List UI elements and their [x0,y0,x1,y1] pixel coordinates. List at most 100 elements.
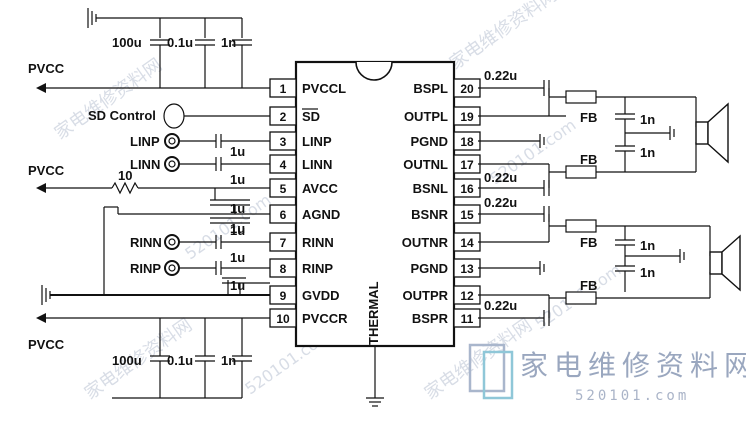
left-pin-name: AVCC [302,181,338,196]
linp-label: LINP [130,134,160,149]
left-channel-output: 0.22u FB 1n 1n 0.22u FB [478,68,729,196]
left-pin-box [269,106,297,126]
right-pin-name: OUTPR [403,288,449,303]
cap-1u-g-label: 1u [230,278,245,293]
right-pin-name: BSNR [411,207,448,222]
cap-1u-d-label: 1u [230,221,245,236]
pvcc-bottom-rail: PVCC [28,313,270,352]
right-pin-number: 20 [460,82,474,96]
brand-url: 520101.com [575,388,689,404]
speaker-left-icon [695,121,709,145]
right-pin-number: 19 [460,110,474,124]
right-pin-number: 17 [460,158,474,172]
left-pin-number: 10 [276,312,290,326]
right-pin-name: PGND [410,134,448,149]
left-pin-box [269,154,297,174]
pvcc-bottom-label: PVCC [28,337,65,352]
pvcc-mid-label: PVCC [28,163,65,178]
cap-100u-top-label: 100u [112,35,142,50]
cap-1u-e-label: 1u [230,223,245,238]
cap-1n-ra-label: 1n [640,112,655,127]
right-pin-name: OUTPL [404,109,448,124]
cap-022u-c-label: 0.22u [484,195,517,210]
sd-control-label: SD Control [88,108,156,123]
sd-control-input: SD Control [88,103,270,129]
bottom-decoupling-network: 100u 0.1u 1n [112,318,252,399]
left-pin-number: 9 [280,289,287,303]
left-input-jacks: LINP LINN 1u 1u [130,133,270,187]
left-pin-name: RINP [302,261,333,276]
cap-100u-bottom-label: 100u [112,353,142,368]
left-pin-number: 7 [280,236,287,250]
left-pin-box [269,204,297,224]
watermark-text-1: 家电维修资料网 [446,0,561,74]
cap-022u-d-label: 0.22u [484,298,517,313]
cap-01u-bottom-label: 0.1u [167,353,193,368]
pvcc-top-rail: PVCC [28,61,270,93]
left-pin-box [269,285,297,305]
amplifier-chip: THERMAL [294,60,456,407]
fb-a-label: FB [580,110,597,125]
left-pin-name: RINN [302,235,334,250]
left-pin-name: LINN [302,157,332,172]
linn-label: LINN [130,157,160,172]
brand-name: 家电维修资料网 [520,349,746,382]
right-pin-number: 11 [461,312,474,326]
right-pin-name: BSPL [413,81,448,96]
right-pin-number: 15 [460,208,474,222]
pvcc-top-label: PVCC [28,61,65,76]
watermark-text-2: 家电维修资料网 [51,55,166,144]
left-pin-box [269,232,297,252]
left-pin-name: GVDD [302,288,340,303]
left-pin-name: SD [302,109,320,124]
cap-1u-b-label: 1u [230,172,245,187]
right-pin-name: OUTNR [402,235,449,250]
top-decoupling-network: 100u 0.1u 1n [87,8,252,88]
left-pin-name: PVCCR [302,311,348,326]
left-pin-name: AGND [302,207,340,222]
cap-1n-rb-label: 1n [640,145,655,160]
cap-1n-top-label: 1n [221,35,236,50]
cap-1n-bottom-label: 1n [221,353,236,368]
left-pin-number: 3 [280,135,287,149]
resistor-10-label: 10 [118,168,132,183]
left-pin-box [269,178,297,198]
right-channel-output: 0.22u FB 1n 1n 0.22u FB [478,195,741,326]
cap-022u-b-label: 0.22u [484,170,517,185]
thermal-label: THERMAL [366,281,381,345]
right-input-jacks: RINN RINP 1u 1u [130,223,270,276]
watermark-url-2: 520101.com [181,190,274,263]
left-pin-box [269,78,297,98]
fb-b-label: FB [580,152,597,167]
right-pin-number: 18 [460,135,474,149]
left-pin-number: 8 [280,262,287,276]
speaker-right-icon [709,251,723,275]
left-pin-box [269,131,297,151]
pvcc-mid-avcc-feed: PVCC 10 1u 1u [28,163,270,295]
right-pin-number: 13 [460,262,474,276]
left-pin-number: 5 [280,182,287,196]
left-pin-number: 6 [280,208,287,222]
fb-d-label: FB [580,278,597,293]
left-pin-box [269,308,297,328]
cap-01u-top-label: 0.1u [167,35,193,50]
right-pin-name: BSPR [412,311,449,326]
left-pin-number: 1 [280,82,287,96]
cap-1n-rd-label: 1n [640,265,655,280]
right-pin-name: OUTNL [403,157,448,172]
cap-022u-a-label: 0.22u [484,68,517,83]
left-pin-name: PVCCL [302,81,346,96]
left-pin-name: LINP [302,134,332,149]
rinn-label: RINN [130,235,162,250]
rinp-label: RINP [130,261,161,276]
brand-logo: 家电维修资料网 520101.com [468,343,746,404]
right-pin-name: BSNL [413,181,448,196]
right-pin-number: 12 [460,289,474,303]
cap-1n-rc-label: 1n [640,238,655,253]
cap-1u-a-label: 1u [230,144,245,159]
cap-1u-c-label: 1u [230,201,245,216]
left-pin-number: 2 [280,110,287,124]
